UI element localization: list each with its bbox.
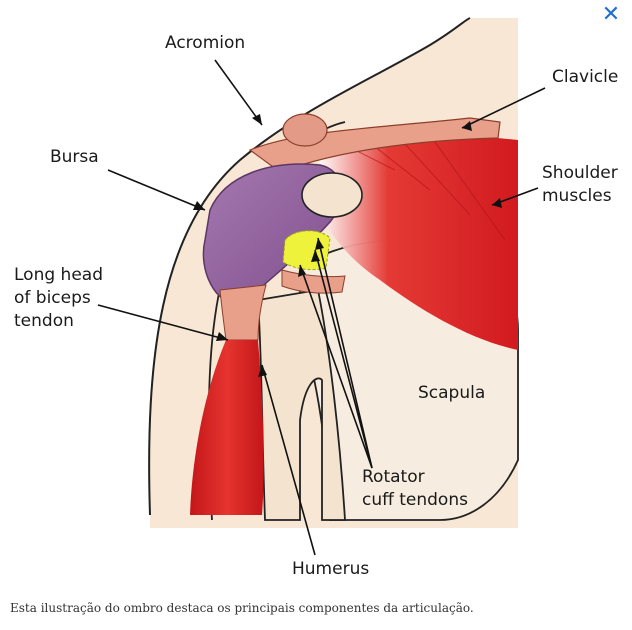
label-rotator-line1: Rotator [362, 467, 425, 487]
humeral-head [301, 172, 363, 218]
figure-caption: Esta ilustração do ombro destaca os prin… [10, 601, 474, 615]
label-scapula: Scapula [418, 383, 486, 403]
label-clavicle: Clavicle [552, 67, 619, 87]
acromion-bone [282, 113, 328, 147]
label-biceps-line3: tendon [14, 311, 74, 331]
shoulder-illustration [97, 17, 546, 556]
pointer-heads [193, 114, 502, 377]
skin-outline [148, 17, 471, 516]
rotator-cuff-highlight [282, 230, 331, 271]
label-rotator-line2: cuff tendons [362, 490, 468, 510]
label-shoulder-muscles-line1: Shoulder [542, 163, 618, 183]
label-acromion: Acromion [165, 33, 246, 53]
shoulder-anatomy-figure: Acromion Clavicle Bursa Shoulder muscles… [14, 17, 619, 579]
label-shoulder-muscles-line2: muscles [542, 186, 612, 206]
close-icon[interactable]: ✕ [601, 2, 621, 27]
label-bursa: Bursa [50, 147, 99, 167]
biceps-muscle [190, 340, 264, 515]
label-humerus: Humerus [292, 559, 370, 579]
label-biceps-line2: of biceps [14, 288, 91, 308]
pointer-lines [97, 59, 546, 556]
label-biceps-line1: Long head [14, 265, 103, 285]
